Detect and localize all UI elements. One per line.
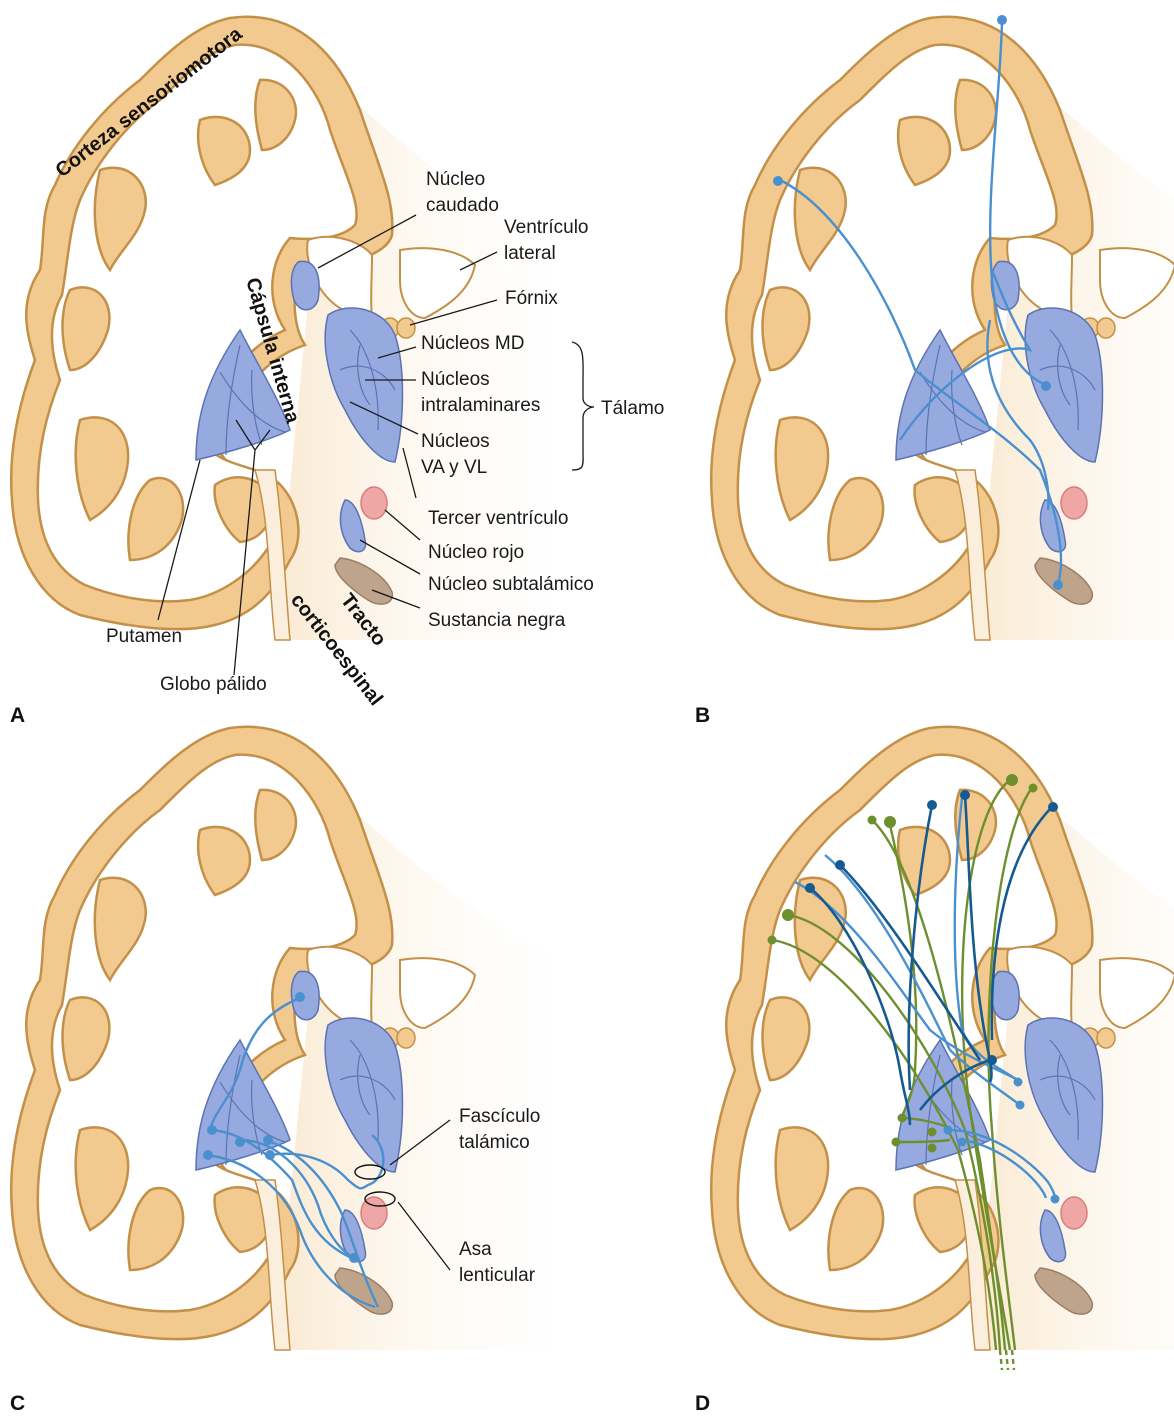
substantia-nigra-label: Sustancia negra bbox=[428, 610, 566, 631]
va-vl-label-1: Núcleos bbox=[421, 431, 490, 452]
subthalamic-label: Núcleo subtalámico bbox=[428, 574, 594, 595]
panel-d: D bbox=[695, 727, 1174, 1415]
intralaminar-label-2: intralaminares bbox=[421, 395, 540, 416]
panel-c-letter: C bbox=[10, 1392, 25, 1415]
caudate-label-2: caudado bbox=[426, 195, 499, 216]
md-nuclei-label: Núcleos MD bbox=[421, 333, 524, 354]
va-vl-label-2: VA y VL bbox=[421, 457, 487, 478]
panel-d-letter: D bbox=[695, 1392, 710, 1415]
ansa-lenticularis-label-2: lenticular bbox=[459, 1265, 536, 1286]
lateral-ventricle-label-2: lateral bbox=[504, 243, 556, 264]
thalamic-fasciculus-label-2: talámico bbox=[459, 1132, 530, 1153]
thalamic-fasciculus-label-1: Fascículo bbox=[459, 1106, 540, 1127]
panel-c: Fascículo talámico Asa lenticular C bbox=[10, 727, 590, 1415]
ansa-lenticularis-label-1: Asa bbox=[459, 1239, 492, 1260]
panel-b: B bbox=[695, 15, 1174, 727]
caudate-label-1: Núcleo bbox=[426, 169, 485, 190]
panel-b-letter: B bbox=[695, 704, 710, 727]
red-nucleus-label: Núcleo rojo bbox=[428, 542, 524, 563]
putamen-label: Putamen bbox=[106, 626, 182, 647]
panel-a-letter: A bbox=[10, 704, 25, 727]
intralaminar-label-1: Núcleos bbox=[421, 369, 490, 390]
third-ventricle-label: Tercer ventrículo bbox=[428, 508, 568, 529]
thalamus-label: Tálamo bbox=[601, 398, 664, 419]
lateral-ventricle-label-1: Ventrículo bbox=[504, 217, 589, 238]
globus-pallidus-label: Globo pálido bbox=[160, 674, 267, 695]
fornix-label: Fórnix bbox=[505, 288, 558, 309]
panel-a: Núcleo caudado Ventrículo lateral Fórnix… bbox=[10, 17, 664, 727]
